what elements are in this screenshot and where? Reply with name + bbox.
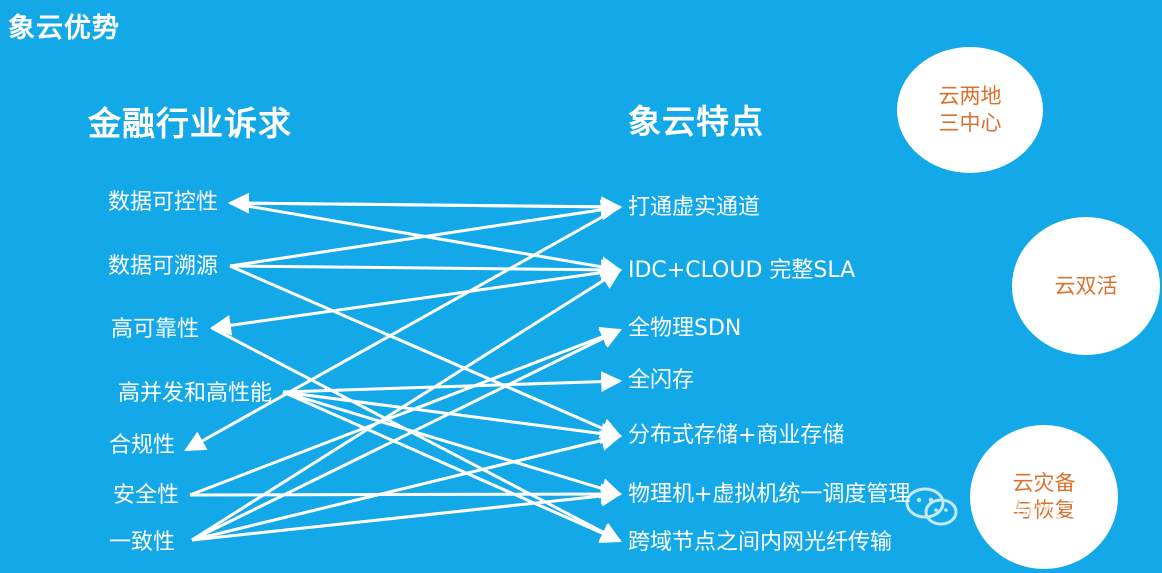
connection-arrow: [209, 268, 621, 336]
connection-arrow: [282, 390, 622, 543]
right-node-unified-scheduling: 物理机+虚拟机统一调度管理: [628, 482, 911, 507]
connection-arrow: [191, 485, 623, 542]
left-node-high-concurrency: 高并发和高性能: [117, 381, 272, 406]
right-node-virtual-real-channel: 打通虚实通道: [628, 195, 761, 220]
left-node-data-trace: 数据可溯源: [107, 254, 218, 279]
connection-arrow: [189, 483, 623, 505]
connection-arrow: [282, 390, 623, 499]
connection-arrow: [229, 264, 622, 439]
connection-arrow: [191, 268, 622, 542]
wechat-icon: [905, 487, 958, 525]
left-node-security: 安全性: [112, 483, 179, 508]
left-node-compliance: 合规性: [108, 433, 175, 458]
right-node-distributed-storage: 分布式存储+商业存储: [628, 423, 845, 448]
right-column-heading: 象云特点: [628, 102, 764, 141]
connection-arrow: [211, 326, 622, 543]
right-node-idc-cloud-sla: IDC+CLOUD 完整SLA: [628, 258, 856, 283]
watermark: 中国云报: [905, 484, 1099, 529]
left-column-heading: 金融行业诉求: [88, 104, 292, 143]
right-node-full-physical-sdn: 全物理SDN: [628, 316, 742, 341]
circle-line: 云双活: [1054, 273, 1118, 298]
watermark-text: 中国云报: [971, 492, 1099, 528]
circle-line: 与恢复: [1012, 498, 1076, 522]
left-node-consistency: 一致性: [108, 530, 175, 555]
connection-arrow: [229, 199, 623, 268]
circle-line: 云两地: [938, 84, 1002, 108]
connection-arrow: [229, 259, 623, 281]
circle-two-sites-three-centers: 云两地 三中心: [897, 47, 1043, 173]
connection-arrow: [227, 192, 621, 214]
page-title: 象云优势: [8, 13, 120, 44]
circle-disaster-recovery: 云灾备 与恢复: [970, 425, 1118, 569]
connection-arrow: [282, 371, 623, 394]
connection-arrow: [189, 326, 622, 497]
left-node-data-control: 数据可控性: [107, 190, 218, 215]
left-node-high-reliability: 高可靠性: [110, 317, 199, 342]
circle-active-active: 云双活: [1012, 217, 1160, 355]
connection-arrow: [191, 328, 622, 542]
right-node-cross-domain-fiber: 跨域节点之间内网光纤传输: [628, 530, 893, 555]
right-node-all-flash: 全闪存: [628, 368, 695, 393]
circle-line: 云灾备: [1012, 471, 1076, 495]
circle-line: 三中心: [938, 111, 1002, 135]
connection-arrow: [191, 430, 623, 542]
connection-arrow: [184, 205, 621, 452]
